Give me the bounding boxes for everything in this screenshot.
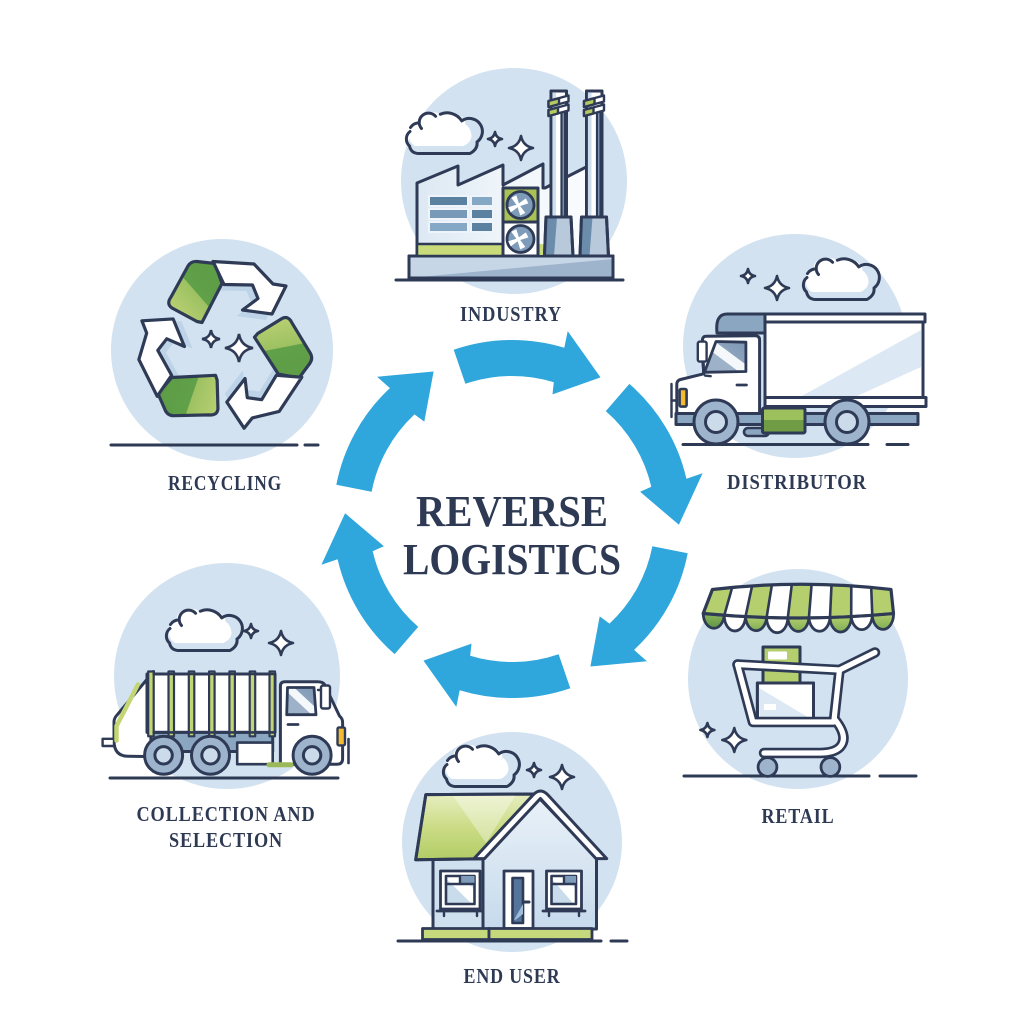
svg-text:REVERSE: REVERSE: [416, 487, 608, 536]
svg-text:INDUSTRY: INDUSTRY: [460, 302, 562, 326]
svg-text:RETAIL: RETAIL: [762, 804, 835, 828]
svg-text:SELECTION: SELECTION: [169, 828, 283, 852]
svg-text:LOGISTICS: LOGISTICS: [403, 535, 621, 584]
svg-text:RECYCLING: RECYCLING: [168, 471, 282, 495]
svg-text:DISTRIBUTOR: DISTRIBUTOR: [727, 470, 867, 494]
svg-text:COLLECTION AND: COLLECTION AND: [137, 802, 316, 826]
svg-text:END USER: END USER: [464, 964, 561, 988]
